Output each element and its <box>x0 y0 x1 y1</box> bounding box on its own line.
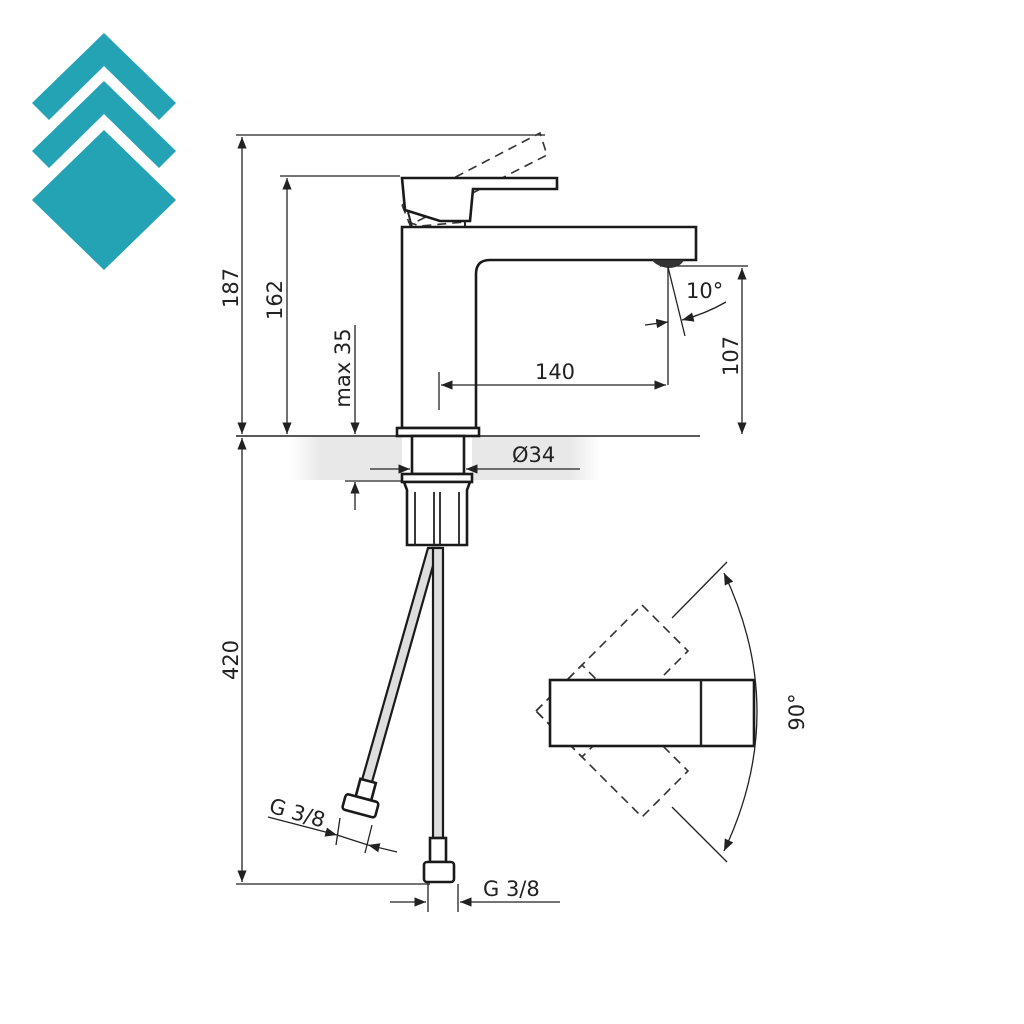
dimension-thread-right: G 3/8 <box>390 877 560 912</box>
dim-label-diameter: Ø34 <box>512 443 555 467</box>
brand-logo-icon <box>32 33 176 270</box>
dim-label-10deg: 10° <box>686 279 723 303</box>
dim-label-max35: max 35 <box>331 328 355 407</box>
dimension-max35: max 35 <box>331 325 470 510</box>
dim-label-420: 420 <box>219 640 243 680</box>
dimension-diameter: Ø34 <box>370 443 580 474</box>
hose-left <box>360 546 440 784</box>
hose-right <box>431 546 445 840</box>
dimension-140: 140 <box>438 360 666 410</box>
dimension-107: 107 <box>719 268 747 434</box>
dimension-187: 187 <box>219 137 247 434</box>
dim-label-107: 107 <box>719 336 743 376</box>
dim-label-thread-right: G 3/8 <box>483 877 540 901</box>
dim-label-90deg: 90° <box>785 693 809 730</box>
dim-label-187: 187 <box>219 268 243 308</box>
dim-label-thread-left: G 3/8 <box>267 794 328 833</box>
lever-top-view: 90° <box>534 561 809 863</box>
dim-label-162: 162 <box>263 280 287 320</box>
dimension-spout-angle: 10° <box>644 266 727 385</box>
dim-label-140: 140 <box>535 360 575 384</box>
dimension-162: 162 <box>263 178 292 434</box>
dimension-420: 420 <box>219 438 247 882</box>
